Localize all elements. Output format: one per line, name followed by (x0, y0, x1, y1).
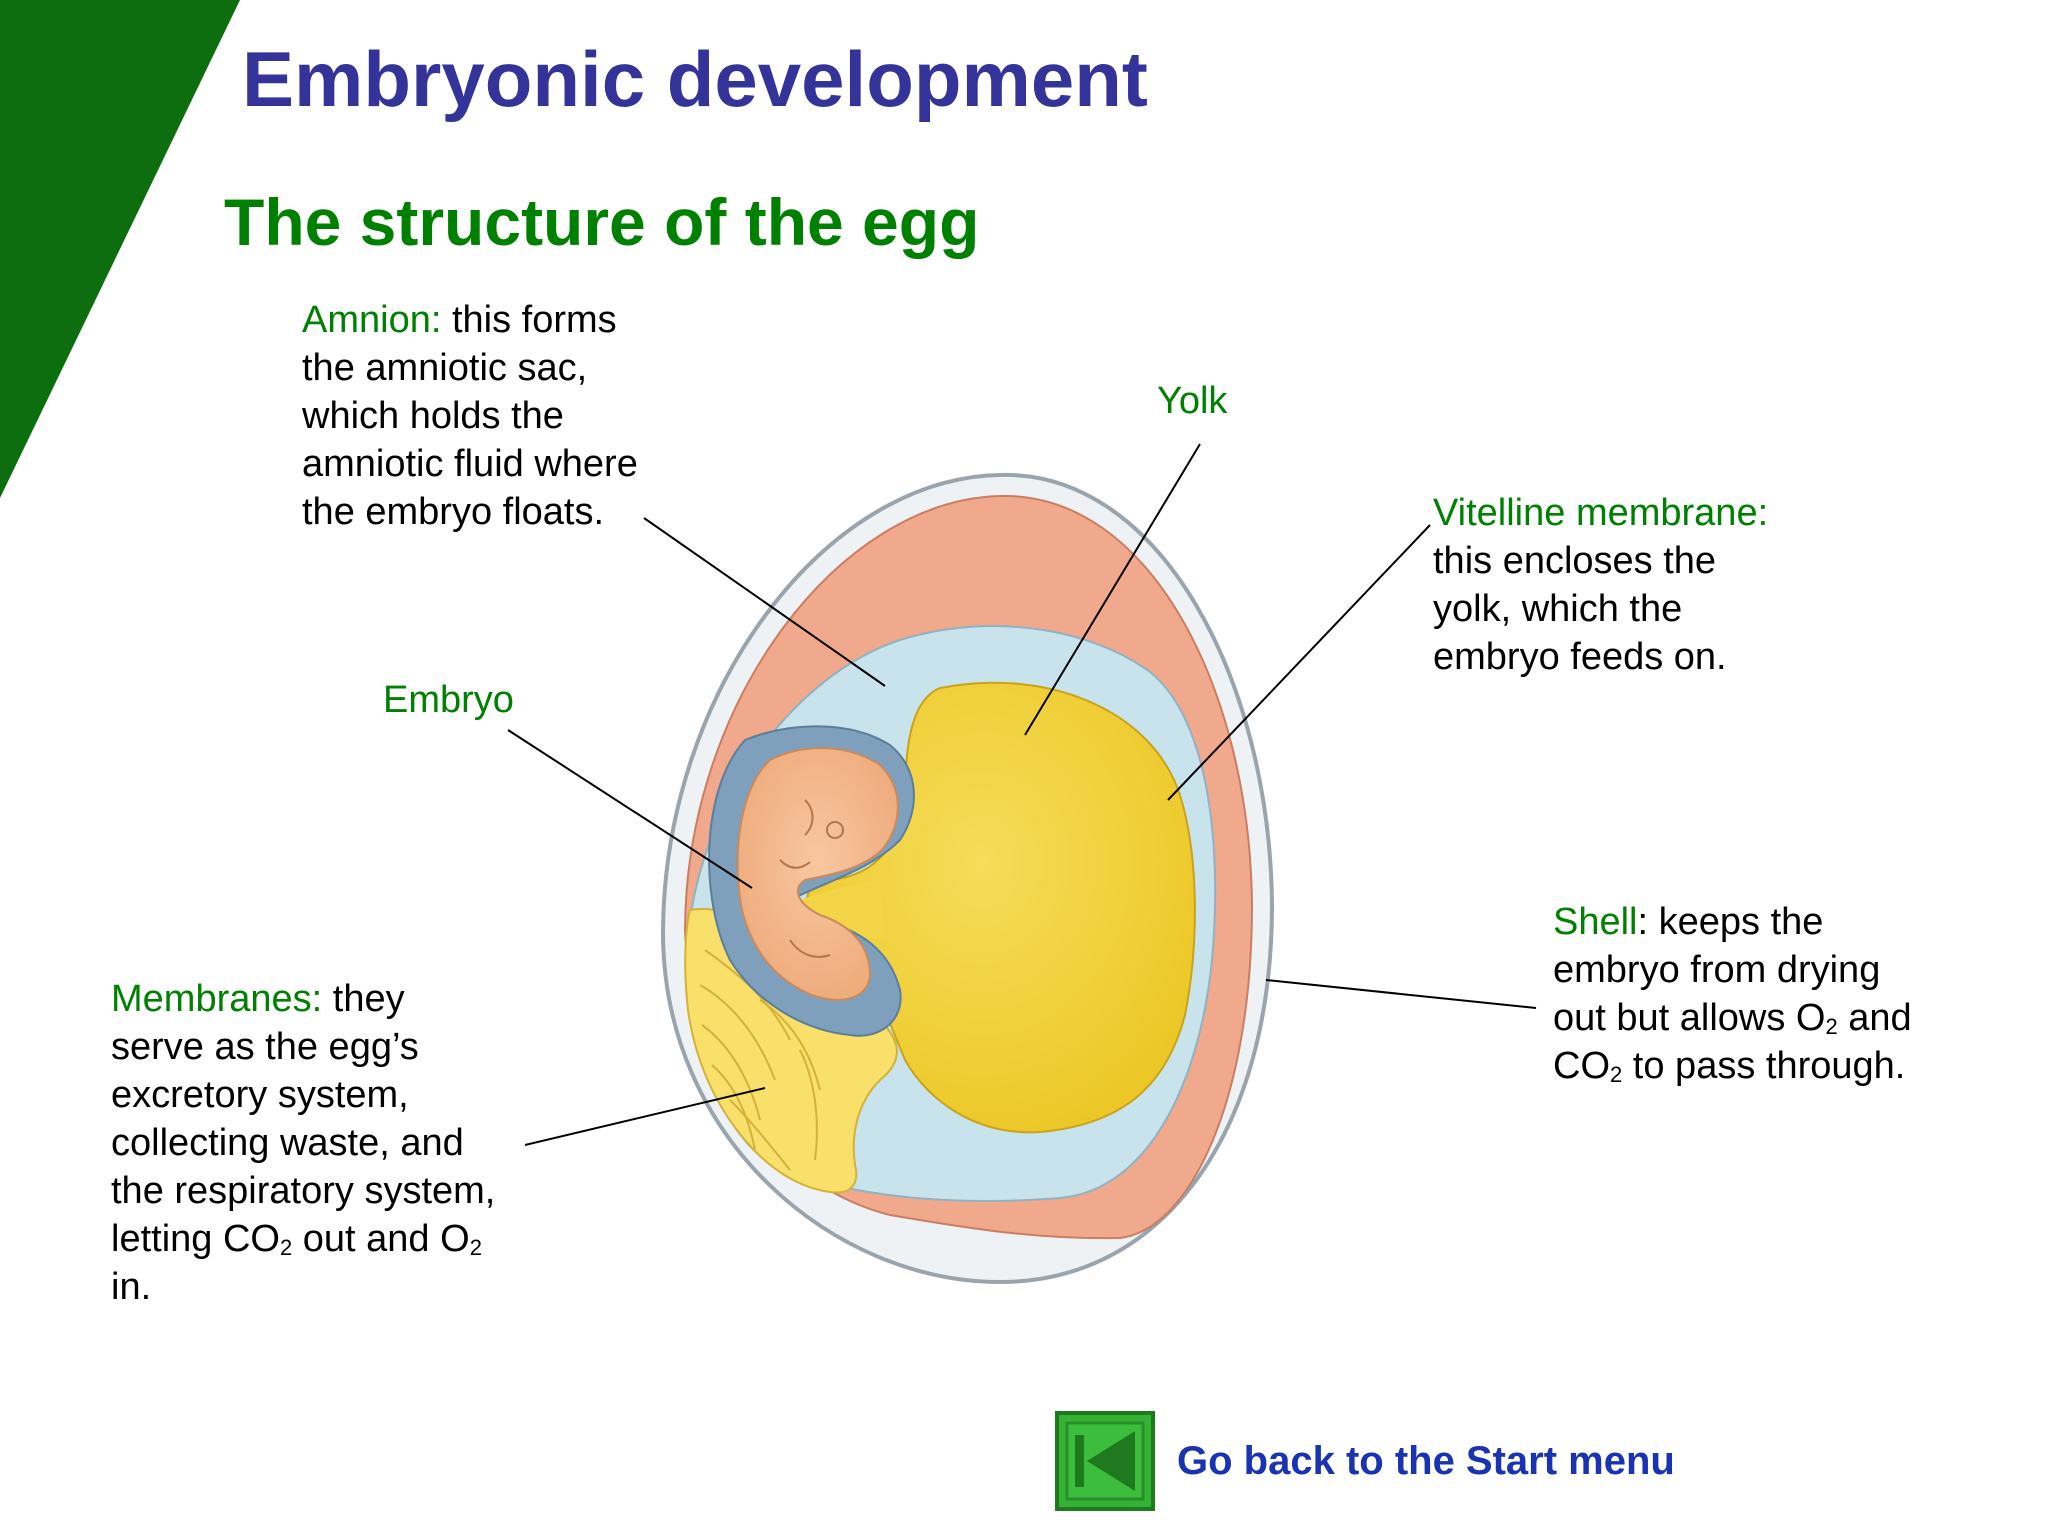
membranes-line: excretory system, (111, 1074, 409, 1116)
amnion-line: amniotic fluid where (302, 443, 638, 485)
membranes-line: the respiratory system, (111, 1170, 496, 1212)
embryo-body (736, 747, 899, 1001)
membranes-line: out and O (292, 1218, 470, 1260)
membranes-label: Membranes: they serve as the egg’s excre… (111, 975, 495, 1311)
vitelline-line: embryo feeds on. (1433, 636, 1727, 678)
allantois-folds (699, 949, 821, 1171)
amnion-term: Amnion: (302, 299, 442, 341)
page-subtitle: The structure of the egg (224, 185, 980, 259)
membranes-term: Membranes: (111, 978, 323, 1020)
embryo-label: Embryo (383, 676, 514, 724)
embryo-term: Embryo (383, 679, 514, 721)
subscript: 2 (1825, 1014, 1838, 1039)
shell-term: Shell (1553, 901, 1638, 943)
embryo-leader (507, 729, 753, 889)
subscript: 2 (469, 1235, 482, 1260)
vitelline-line: this encloses the (1433, 540, 1717, 582)
vitelline-label: Vitelline membrane: this encloses the yo… (1433, 489, 1768, 681)
amnion-line: this forms (441, 299, 617, 341)
membranes-line: in. (111, 1266, 152, 1308)
membranes-line: they (322, 978, 405, 1020)
page-title: Embryonic development (242, 35, 1148, 123)
shell-line: to pass through. (1622, 1045, 1906, 1087)
corner-decoration (0, 0, 240, 498)
shell-line: out but allows O (1553, 997, 1826, 1039)
membranes-line: serve as the egg’s (111, 1026, 419, 1068)
yolk-term: Yolk (1157, 380, 1228, 422)
amnion-line: the embryo floats. (302, 491, 605, 533)
amnion-line: which holds the (302, 395, 564, 437)
membranes-line: collecting waste, and (111, 1122, 464, 1164)
subscript: 2 (1610, 1062, 1623, 1087)
membranes-leader (524, 1087, 766, 1146)
amnion-line: the amniotic sac, (302, 347, 588, 389)
back-to-start-label[interactable]: Go back to the Start menu (1177, 1438, 1675, 1483)
vitelline-leader (1167, 524, 1431, 801)
yolk-label: Yolk (1157, 377, 1227, 425)
leader-lines (507, 443, 1537, 1146)
embryo-details (779, 799, 844, 958)
shell-line: embryo from drying (1553, 949, 1881, 991)
amnion-label: Amnion: this forms the amniotic sac, whi… (302, 296, 638, 536)
shell-leader (1265, 979, 1537, 1009)
vitelline-term: Vitelline membrane: (1433, 492, 1769, 534)
shell-line: and (1837, 997, 1912, 1039)
back-to-start-link[interactable]: Go back to the Start menu (1055, 1411, 1695, 1511)
membranes-line: letting CO (111, 1218, 280, 1260)
yolk-leader (1024, 443, 1201, 736)
back-to-start-icon[interactable] (1055, 1411, 1155, 1511)
vitelline-line: yolk, which the (1433, 588, 1683, 630)
shell-line: : keeps the (1637, 901, 1824, 943)
shell-label: Shell: keeps the embryo from drying out … (1553, 898, 1912, 1090)
amnion-leader (643, 517, 886, 687)
shell-line: CO (1553, 1045, 1610, 1087)
subscript: 2 (279, 1235, 293, 1260)
